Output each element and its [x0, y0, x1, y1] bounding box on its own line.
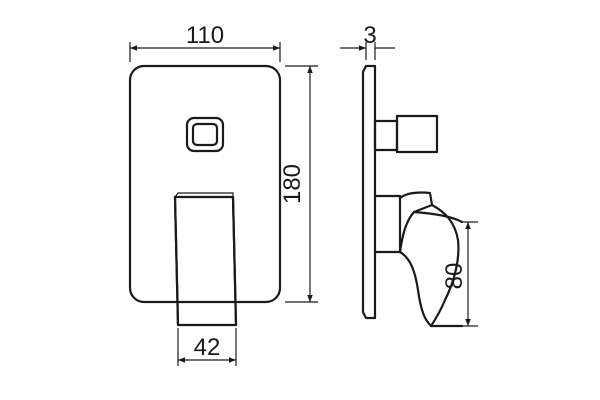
plate-profile: [361, 64, 377, 320]
cover-plate: [128, 64, 282, 304]
dimension-width-top: 110: [129, 22, 281, 62]
diverter-button: [185, 116, 225, 153]
lever-body: [373, 191, 464, 328]
lever-handle: [173, 192, 238, 327]
dimension-height-side: 180: [279, 65, 318, 303]
dimension-label-42: 42: [194, 334, 221, 361]
dimension-label-110: 110: [186, 22, 224, 49]
front-view: 110 180 42: [128, 22, 318, 366]
dimension-handle-height: 80: [441, 221, 478, 327]
dimension-label-180: 180: [279, 164, 306, 204]
dimension-thickness-top: 3: [340, 22, 395, 60]
side-view: 3 80: [340, 22, 478, 328]
dimension-label-80: 80: [441, 263, 468, 290]
dimension-handle-width: 42: [177, 328, 237, 366]
dimension-label-3: 3: [363, 22, 376, 49]
diverter-spindle: [373, 114, 439, 154]
